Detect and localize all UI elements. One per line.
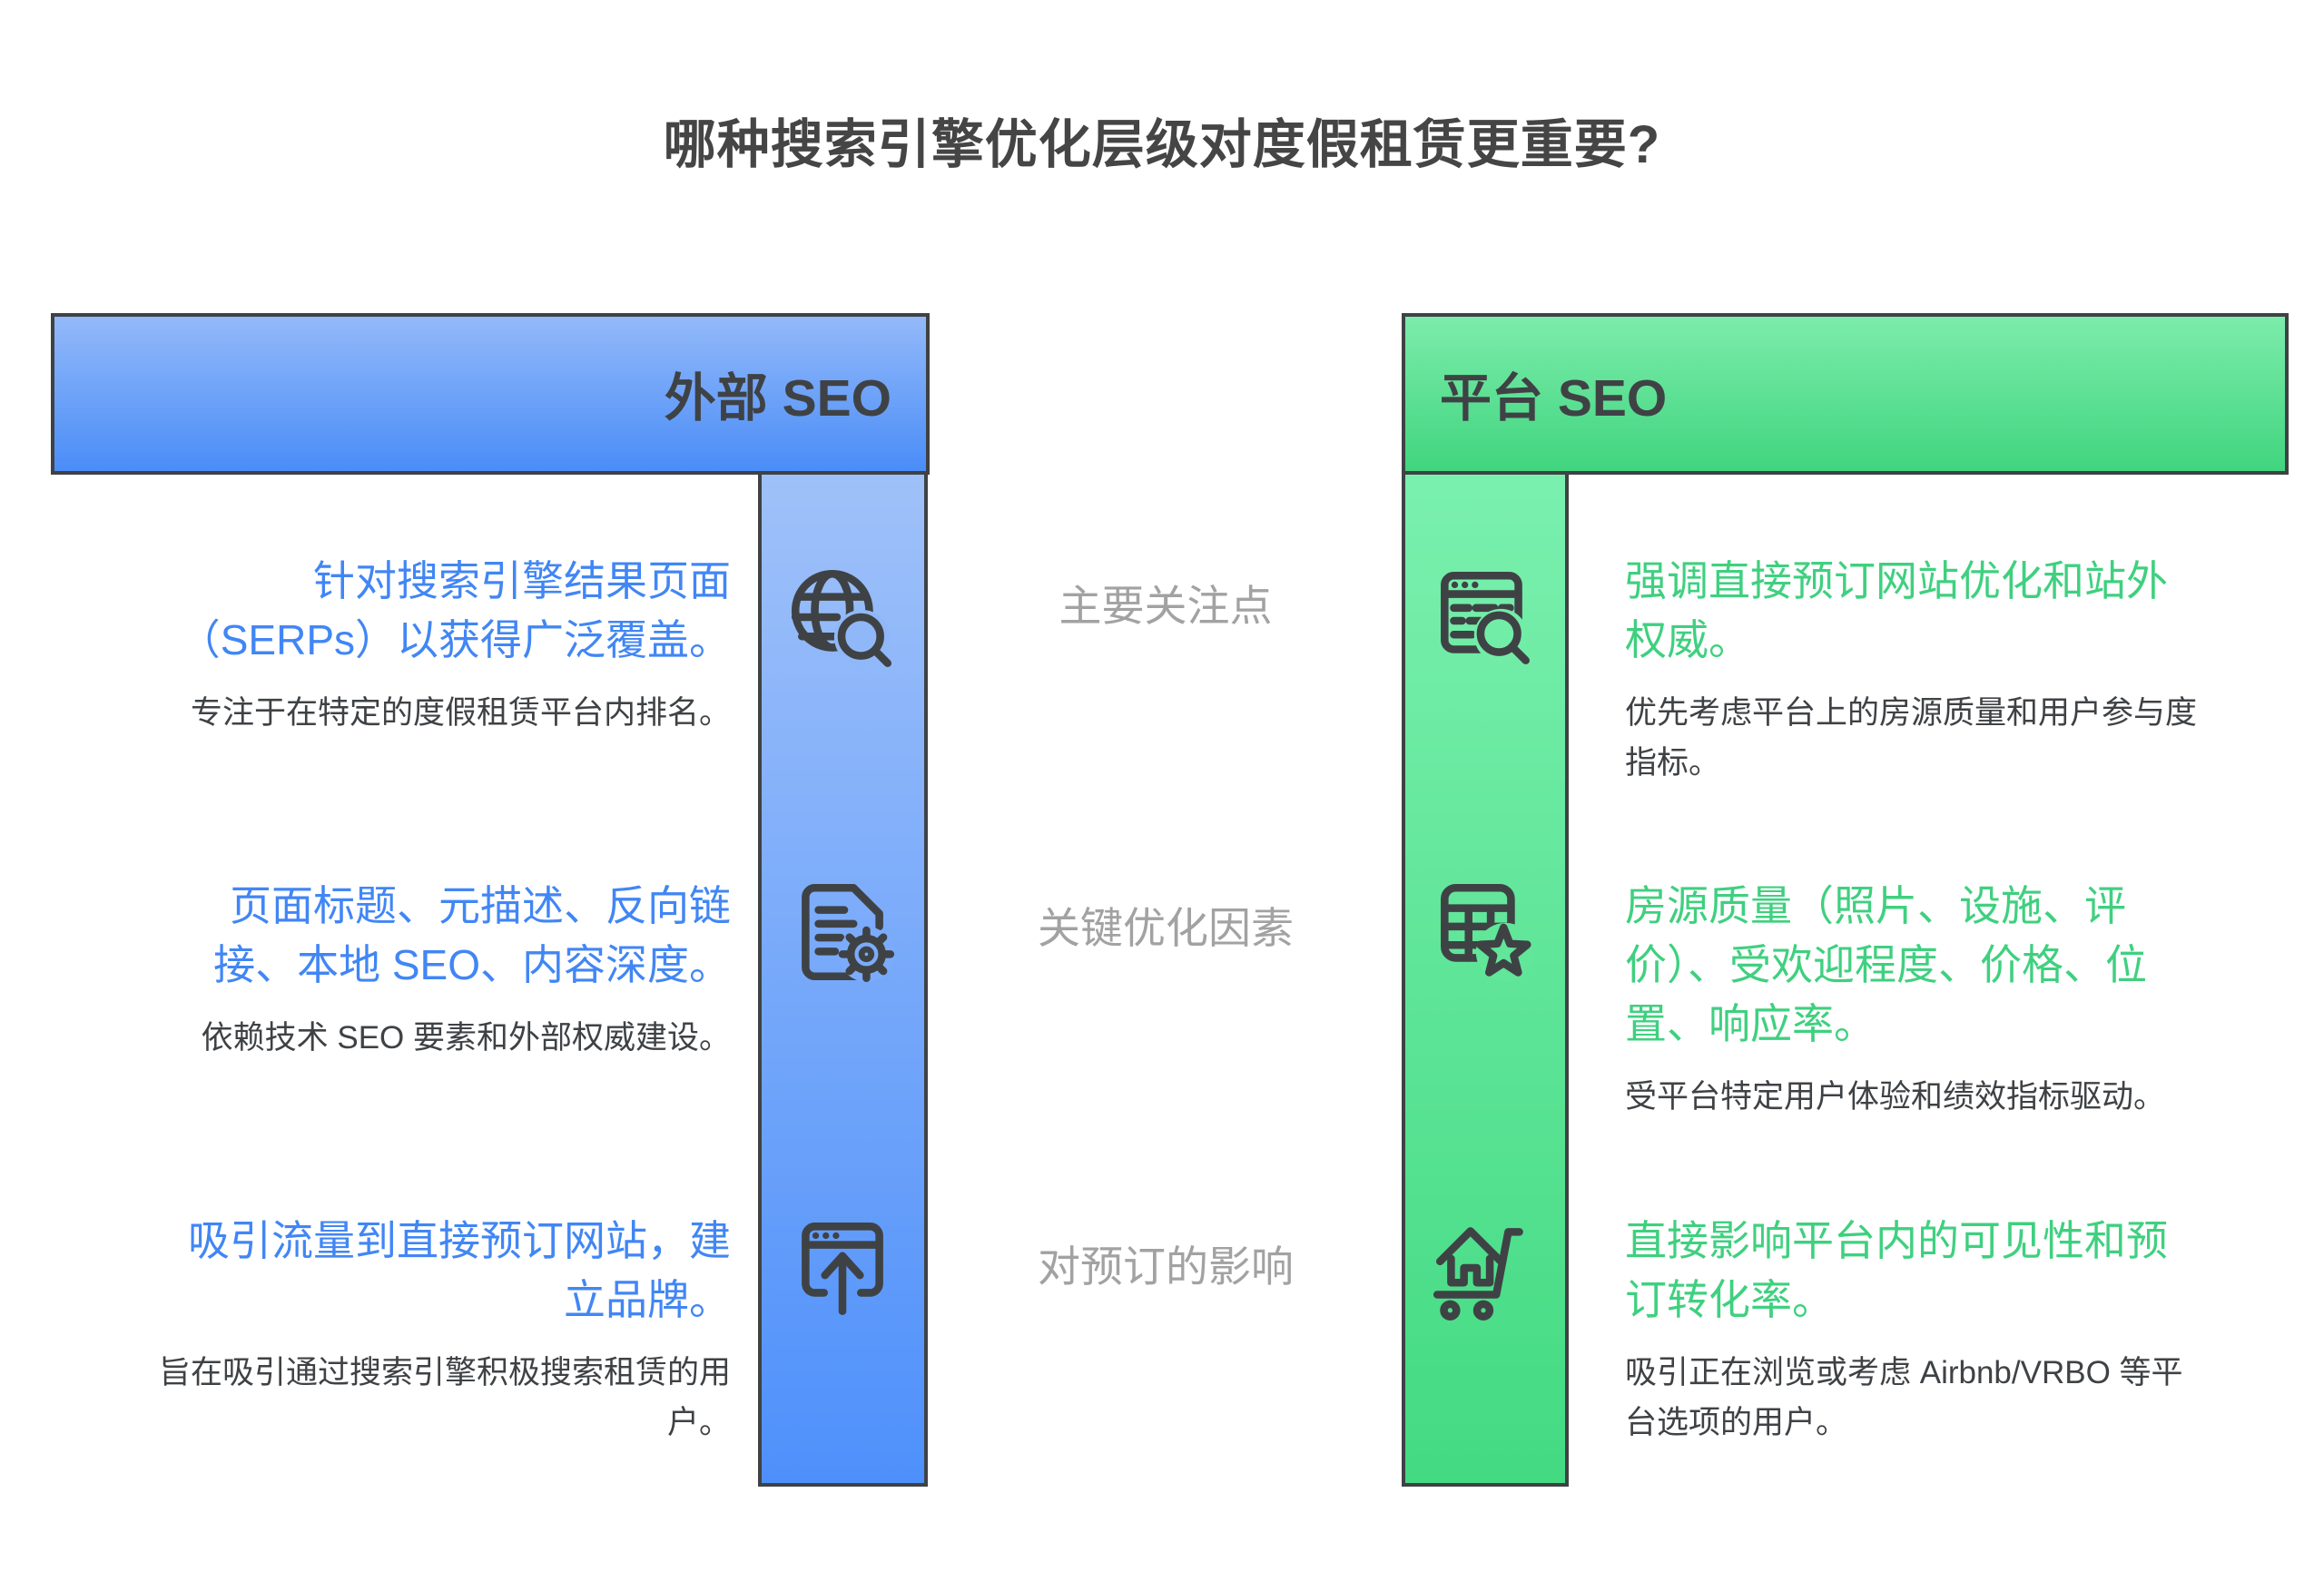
- row-detail: 受平台特定用户体验和绩效指标驱动。: [1625, 1079, 2166, 1115]
- row-detail: 旨在吸引通过搜索引擎积极搜索租赁的用 户。: [158, 1355, 731, 1440]
- row-detail: 吸引正在浏览或考虑 Airbnb/VRBO 等平 台选项的用户。: [1625, 1355, 2183, 1440]
- external-seo-header: 外部 SEO: [51, 313, 930, 475]
- row-detail: 优先考虑平台上的房源质量和用户参与度 指标。: [1625, 695, 2198, 781]
- row-highlight: 页面标题、元描述、反向链 接、本地 SEO、内容深度。: [213, 882, 731, 988]
- platform-seo-header: 平台 SEO: [1402, 313, 2289, 475]
- external-row-focus: 针对搜索引擎结果页面 （SERPs）以获得广泛覆盖。 专注于在特定的度假租赁平台…: [68, 552, 731, 738]
- row-detail: 依赖技术 SEO 要素和外部权威建设。: [201, 1020, 731, 1056]
- table-star-icon: [1426, 873, 1544, 991]
- row-highlight: 强调直接预订网站优化和站外 权威。: [1625, 557, 2168, 663]
- page-title: 哪种搜索引擎优化层级对度假租赁更重要?: [663, 115, 1661, 174]
- row-highlight: 房源质量（照片、设施、评 价）、受欢迎程度、价格、位 置、响应率。: [1625, 882, 2147, 1047]
- globe-search-icon: [783, 561, 901, 679]
- cart-home-icon: [1426, 1208, 1544, 1326]
- platform-row-factors: 房源质量（照片、设施、评 价）、受欢迎程度、价格、位 置、响应率。 受平台特定用…: [1625, 877, 2266, 1122]
- document-gear-icon: [783, 873, 901, 991]
- center-label-factors: 关键优化因素: [1038, 904, 1294, 952]
- row-highlight: 针对搜索引擎结果页面 （SERPs）以获得广泛覆盖。: [178, 557, 731, 663]
- center-label-focus: 主要关注点: [1059, 582, 1273, 630]
- external-row-factors: 页面标题、元描述、反向链 接、本地 SEO、内容深度。 依赖技术 SEO 要素和…: [68, 877, 731, 1063]
- external-row-impact: 吸引流量到直接预订网站，建 立品牌。 旨在吸引通过搜索引擎积极搜索租赁的用 户。: [68, 1212, 731, 1448]
- platform-seo-header-label: 平台 SEO: [1440, 369, 1668, 427]
- browser-search-icon: [1426, 561, 1544, 679]
- platform-row-focus: 强调直接预订网站优化和站外 权威。 优先考虑平台上的房源质量和用户参与度 指标。: [1625, 552, 2266, 788]
- external-seo-header-label: 外部 SEO: [664, 369, 891, 427]
- row-highlight: 直接影响平台内的可见性和预 订转化率。: [1625, 1217, 2168, 1323]
- row-highlight: 吸引流量到直接预订网站，建 立品牌。: [188, 1217, 731, 1323]
- row-detail: 专注于在特定的度假租赁平台内排名。: [190, 695, 731, 731]
- browser-upload-icon: [783, 1208, 901, 1326]
- platform-row-impact: 直接影响平台内的可见性和预 订转化率。 吸引正在浏览或考虑 Airbnb/VRB…: [1625, 1212, 2266, 1448]
- center-label-impact: 对预订的影响: [1038, 1242, 1294, 1291]
